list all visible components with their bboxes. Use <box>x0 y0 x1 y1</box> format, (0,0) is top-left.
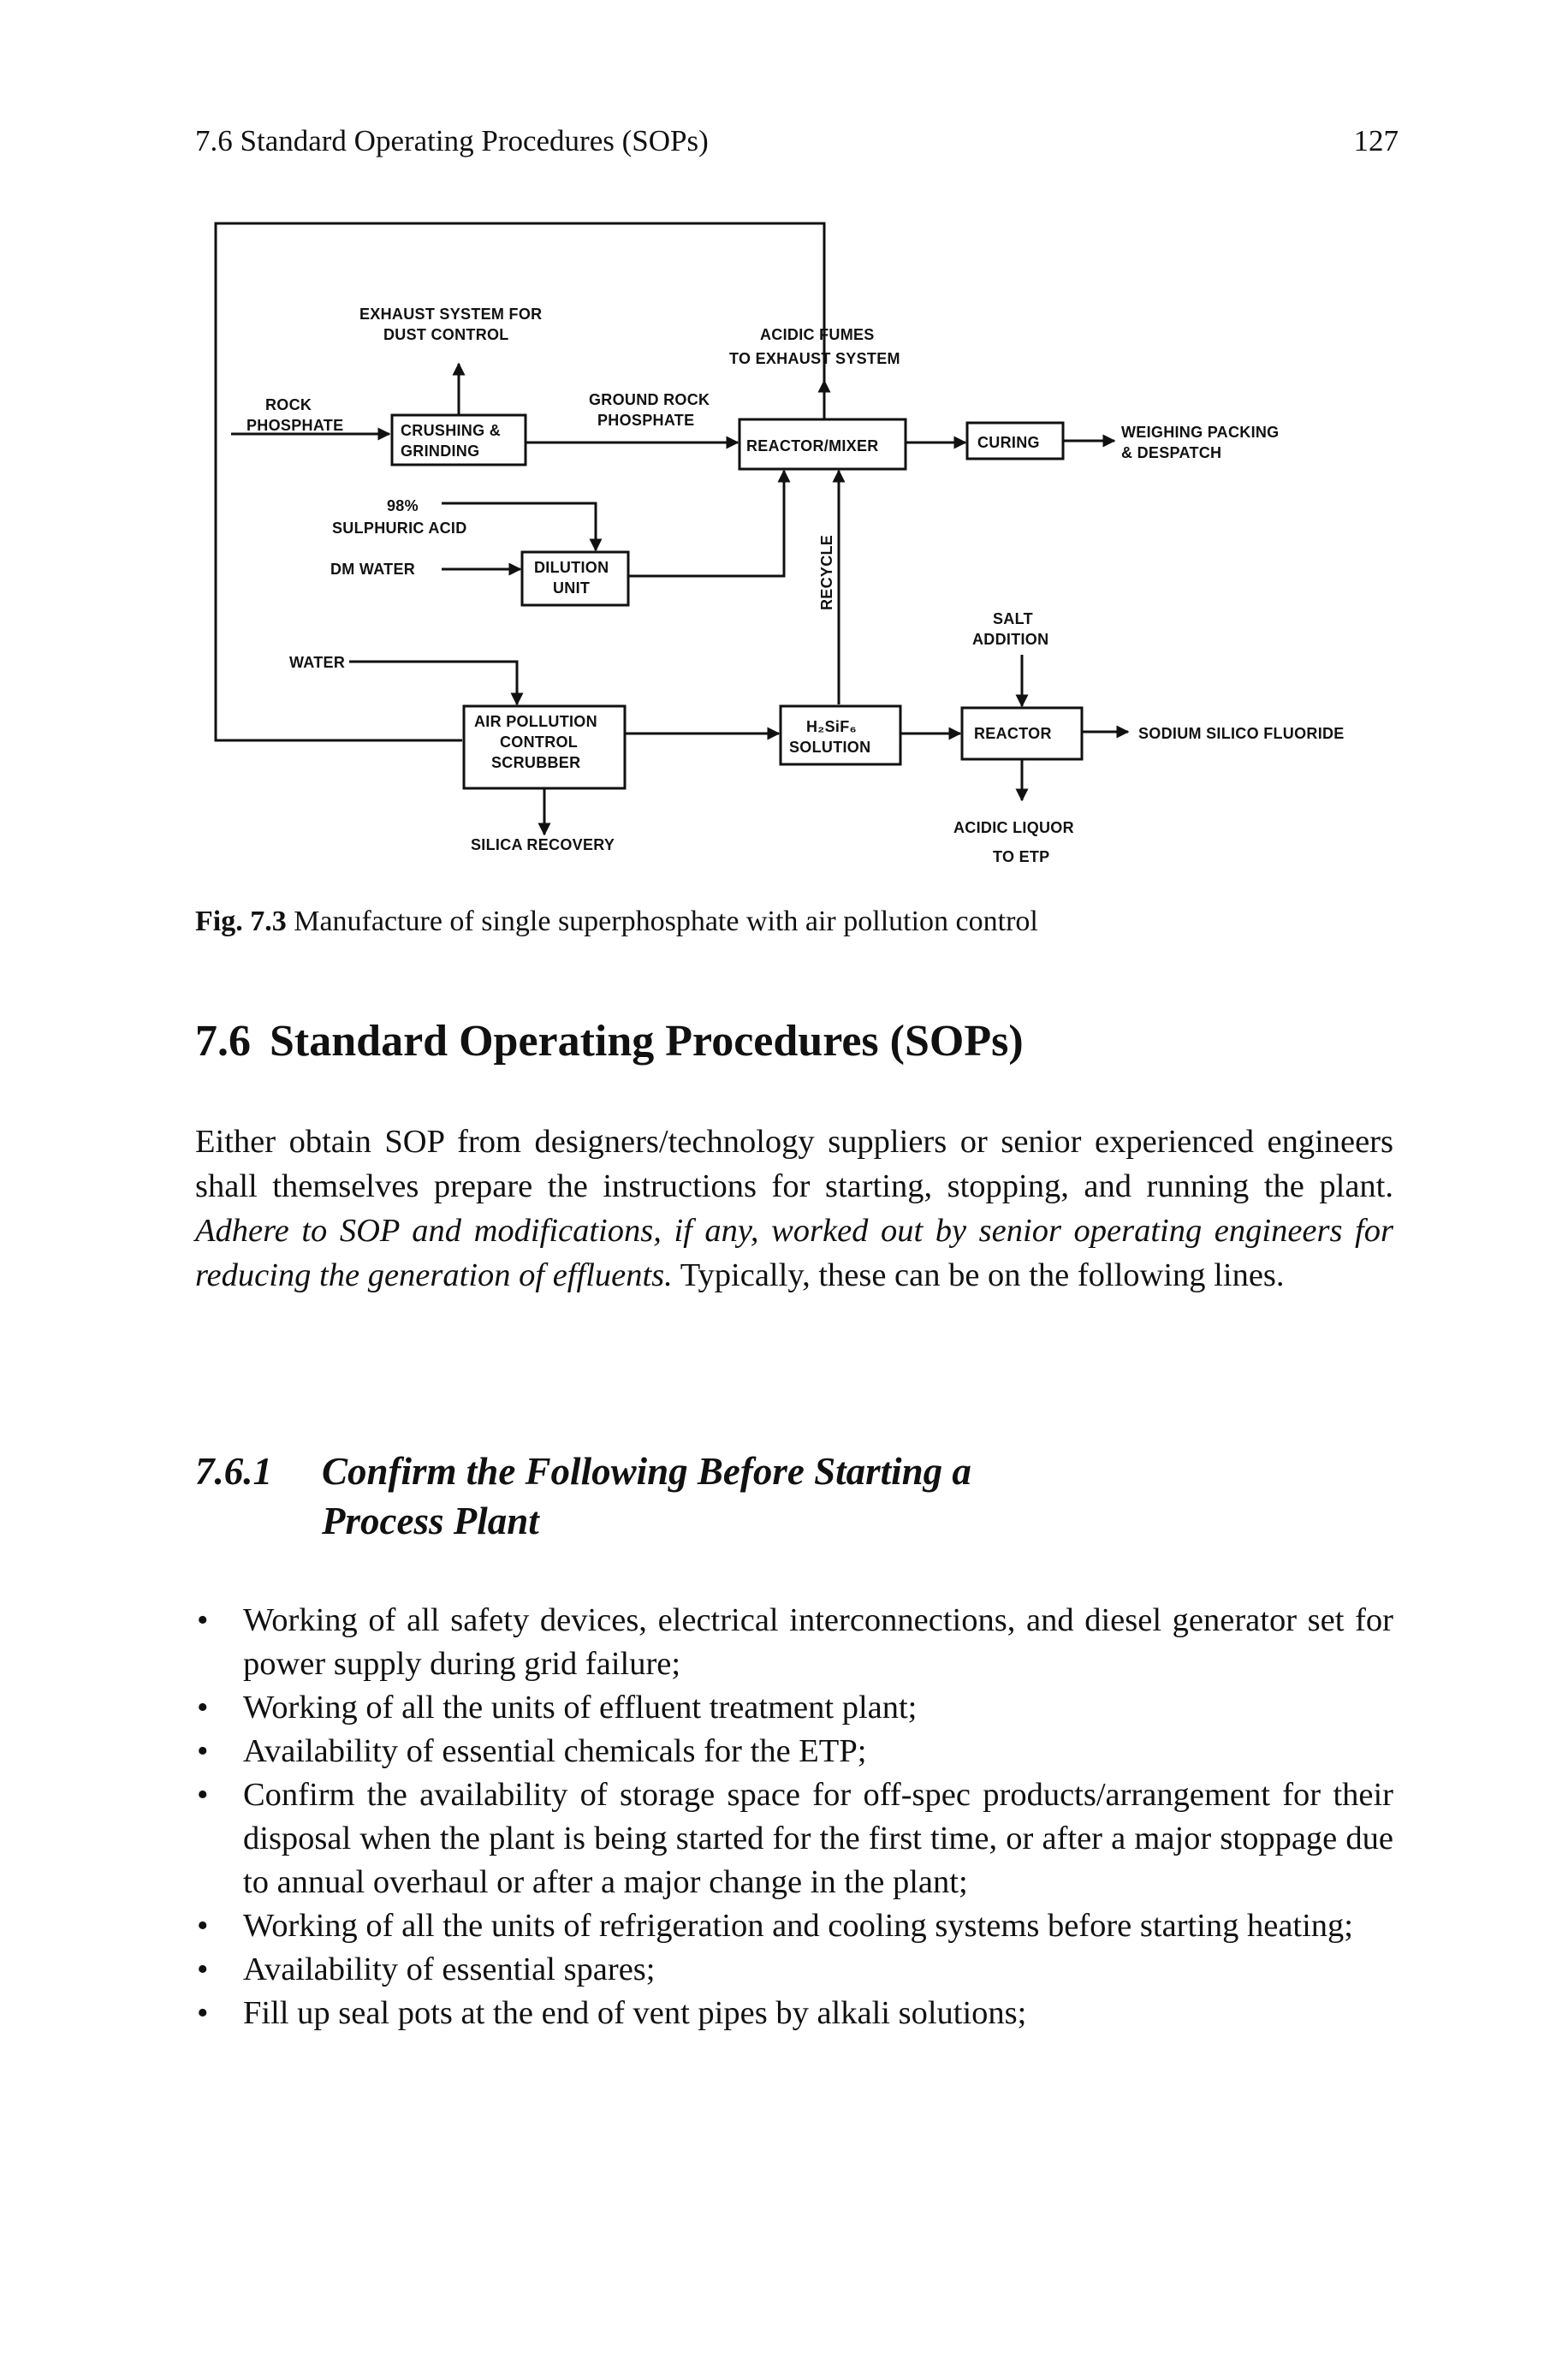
running-head: 7.6 Standard Operating Procedures (SOPs)… <box>195 124 1399 167</box>
water-line <box>349 660 524 706</box>
label-apc-1: AIR POLLUTION <box>474 713 597 730</box>
list-item: • Working of all safety devices, electric… <box>195 1599 1393 1686</box>
label-salt-2: ADDITION <box>972 631 1048 648</box>
list-item-text: Fill up seal pots at the end of vent pip… <box>243 1995 1027 2031</box>
label-dm-water: DM WATER <box>330 561 415 578</box>
label-reactor: REACTOR <box>974 725 1052 742</box>
label-exhaust-1: EXHAUST SYSTEM FOR <box>359 306 542 323</box>
bullet-marker: • <box>197 1995 209 2031</box>
figure-caption: Fig. 7.3 Manufacture of single superphos… <box>195 906 1393 938</box>
dilution-to-reactor-line <box>628 469 791 578</box>
label-weigh-1: WEIGHING PACKING <box>1121 424 1279 441</box>
bullet-marker: • <box>197 1951 209 1987</box>
page-number: 127 <box>1353 124 1399 157</box>
label-ground-2: PHOSPHATE <box>597 412 694 429</box>
list-item: • Confirm the availability of storage spa… <box>195 1773 1393 1904</box>
bullet-marker: • <box>197 1602 209 1638</box>
label-acid-2: SULPHURIC ACID <box>332 520 467 537</box>
bullet-marker: • <box>197 1777 209 1813</box>
label-ssf: SODIUM SILICO FLUORIDE <box>1138 725 1345 742</box>
list-item-text: Working of all the units of refrigeratio… <box>243 1908 1354 1944</box>
label-exhaust-2: DUST CONTROL <box>383 326 509 343</box>
sulphuric-acid-line <box>442 502 603 552</box>
label-ground-1: GROUND ROCK <box>589 391 710 408</box>
label-h2sif6-2: SOLUTION <box>789 739 870 756</box>
subsection-title: Confirm the Following Before Starting a … <box>322 1450 971 1542</box>
list-item-text: Availability of essential spares; <box>243 1951 656 1987</box>
label-acid-1: 98% <box>387 497 419 514</box>
list-item: • Availability of essential spares; <box>195 1948 1393 1992</box>
list-item-text: Working of all safety devices, electrica… <box>243 1602 1393 1682</box>
label-liquor-1: ACIDIC LIQUOR <box>953 819 1074 836</box>
list-item: • Fill up seal pots at the end of vent pi… <box>195 1992 1393 2035</box>
h2sif6-box <box>779 704 902 766</box>
list-item: • Availability of essential chemicals for… <box>195 1730 1393 1773</box>
crushing-box <box>390 413 527 466</box>
list-item: • Working of all the units of effluent tr… <box>195 1686 1393 1730</box>
label-silica: SILICA RECOVERY <box>471 836 615 853</box>
list-item-text: Confirm the availability of storage spac… <box>243 1777 1393 1900</box>
figure-caption-text: Manufacture of single superphosphate wit… <box>294 906 1038 937</box>
label-weigh-2: & DESPATCH <box>1121 444 1221 461</box>
list-item-text: Availability of essential chemicals for … <box>243 1733 867 1769</box>
section-title: Standard Operating Procedures (SOPs) <box>270 1017 1024 1066</box>
label-rock-2: PHOSPHATE <box>246 417 343 434</box>
label-curing: CURING <box>977 434 1040 451</box>
label-crush-1: CRUSHING & <box>401 422 501 439</box>
reactor-mixer-box <box>738 418 907 471</box>
label-dilution-2: UNIT <box>553 579 590 597</box>
section-heading: 7.6 Standard Operating Procedures (SOPs) <box>195 1016 1024 1066</box>
paragraph-italic: Adhere to SOP and modifications, if any,… <box>195 1213 1393 1293</box>
label-recycle: RECYCLE <box>818 535 835 610</box>
bullet-marker: • <box>197 1733 209 1769</box>
label-dilution-1: DILUTION <box>534 559 609 576</box>
label-liquor-2: TO ETP <box>993 848 1049 865</box>
section-number: 7.6 <box>195 1017 251 1066</box>
label-apc-3: SCRUBBER <box>491 754 580 771</box>
list-item-text: Working of all the units of effluent tre… <box>243 1690 918 1726</box>
label-acidic-2: TO EXHAUST SYSTEM <box>729 350 900 367</box>
flow-diagram-svg: EXHAUST SYSTEM FOR DUST CONTROL ACIDIC F… <box>214 222 1345 865</box>
bullet-list: • Working of all safety devices, electric… <box>195 1599 1393 2035</box>
curing-box <box>965 421 1065 460</box>
label-apc-2: CONTROL <box>500 734 578 751</box>
label-rock-1: ROCK <box>265 396 312 413</box>
paragraph-part-2: Typically, these can be on the following… <box>680 1257 1285 1293</box>
label-acidic-1: ACIDIC FUMES <box>760 326 875 343</box>
bullet-marker: • <box>197 1690 209 1726</box>
list-item: • Working of all the units of refrigerati… <box>195 1904 1393 1948</box>
process-flow-diagram: EXHAUST SYSTEM FOR DUST CONTROL ACIDIC F… <box>205 210 1421 894</box>
label-water: WATER <box>289 654 345 671</box>
running-head-title: 7.6 Standard Operating Procedures (SOPs) <box>195 124 709 157</box>
label-h2sif6-1: H₂SiF₆ <box>806 718 857 735</box>
label-crush-2: GRINDING <box>401 443 479 460</box>
label-salt-1: SALT <box>993 610 1033 627</box>
subsection-number: 7.6.1 <box>195 1450 272 1493</box>
dilution-box <box>520 550 630 607</box>
label-reactor-mixer: REACTOR/MIXER <box>746 437 879 454</box>
body-paragraph: Either obtain SOP from designers/technol… <box>195 1120 1393 1298</box>
paragraph-part-1: Either obtain SOP from designers/technol… <box>195 1124 1393 1204</box>
bullet-marker: • <box>197 1908 209 1944</box>
figure-caption-label: Fig. 7.3 <box>195 906 287 937</box>
